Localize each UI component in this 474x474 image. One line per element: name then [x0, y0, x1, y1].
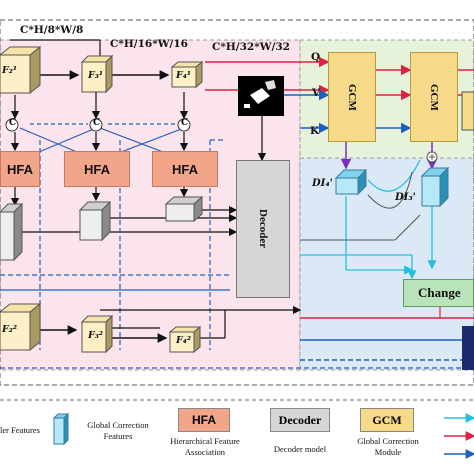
- legend-gcf-line2: Features: [103, 431, 133, 441]
- legend-gcm-desc: Global Correction Module: [350, 436, 426, 458]
- q-label: Q: [311, 51, 321, 63]
- legend-gcm-line1: Global Correction: [357, 436, 419, 446]
- legend-hfa-desc: Hierarchical Feature Association: [160, 436, 250, 458]
- legend-hfa-line1: Hierarchical Feature: [170, 436, 240, 446]
- legend-gcf-line1: Global Correction: [87, 420, 149, 430]
- feature-bot-left: F₂²: [2, 324, 18, 335]
- feature-bot-right: F₄²: [176, 335, 192, 346]
- gcm-block-1: GCM: [328, 52, 376, 142]
- concat-label-3: C: [181, 118, 189, 128]
- legend-decoder-desc: Decoder model: [273, 444, 327, 454]
- concat-label-1: C: [9, 118, 17, 128]
- concat-circle-2: [89, 118, 103, 132]
- decoder-label: Decoder: [257, 209, 269, 249]
- legend-gcm-line2: Module: [374, 447, 402, 457]
- dim-label-3: C*H/32*W/32: [212, 41, 290, 53]
- feature-top-left: F₂¹: [2, 65, 18, 76]
- feature-di3: DI₃': [395, 192, 416, 203]
- feature-top-right: F₄¹: [176, 70, 192, 81]
- gcm-block-2: GCM: [410, 52, 458, 142]
- legend-gcm-box: GCM: [360, 408, 414, 432]
- concat-circle-3: [177, 118, 191, 132]
- hfa-block-3: HFA: [152, 151, 218, 187]
- k-label: K: [310, 125, 320, 137]
- legend-hfa-box: HFA: [178, 408, 230, 432]
- feature-di4: DI₄': [312, 178, 333, 189]
- concat-label-2: C: [93, 118, 101, 128]
- outer-frame: [0, 19, 474, 386]
- legend-hfa-line2: Association: [184, 447, 226, 457]
- hfa-block-1: HFA: [0, 151, 40, 187]
- dim-label-1: C*H/8*W/8: [20, 24, 84, 36]
- hfa-block-2: HFA: [64, 151, 130, 187]
- concat-circle-1: [5, 118, 19, 132]
- gcm-label-2: GCM: [428, 83, 440, 111]
- decoder-block: Decoder: [236, 160, 290, 298]
- legend-global-correction-features: Global Correction Features: [78, 420, 158, 442]
- feature-bot-mid: F₃²: [88, 330, 104, 341]
- v-label: V: [312, 87, 321, 99]
- gcm-label-1: GCM: [346, 83, 358, 111]
- change-block: Change: [403, 279, 474, 307]
- legend-decoder-box: Decoder: [270, 408, 330, 432]
- legend-encoder-features: ler Features: [0, 425, 40, 435]
- dim-label-2: C*H/16*W/16: [110, 38, 188, 50]
- feature-top-mid: F₃¹: [88, 70, 104, 81]
